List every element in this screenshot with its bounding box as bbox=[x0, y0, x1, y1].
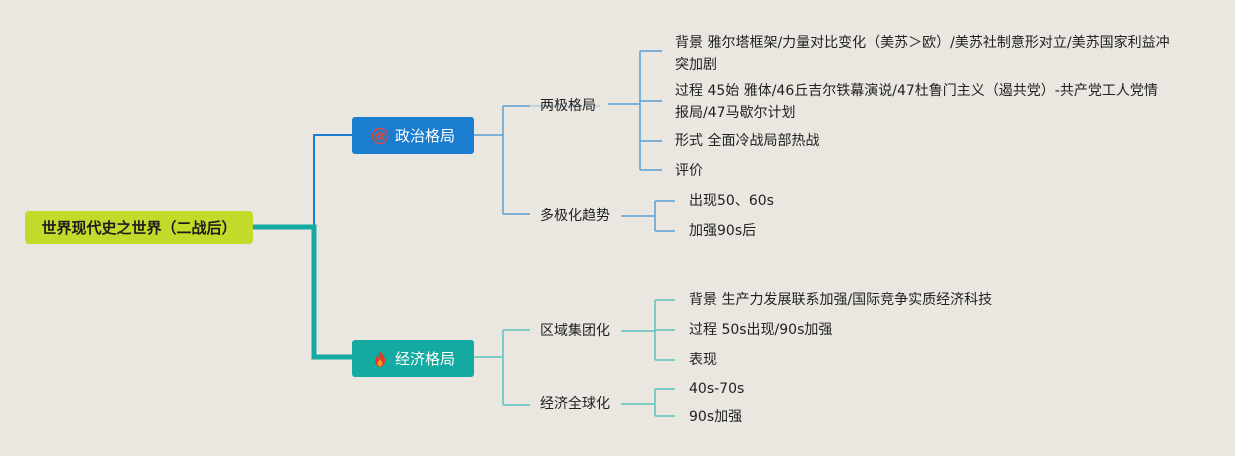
flame-icon bbox=[371, 350, 389, 368]
connector-root-political bbox=[253, 134, 352, 228]
leaf-text: 形式 全面冷战局部热战 bbox=[675, 133, 820, 149]
subtopic-multipolar-label: 多极化趋势 bbox=[540, 208, 610, 224]
leaf-text: 40s-70s bbox=[689, 381, 745, 397]
leaf-text: 评价 bbox=[675, 163, 703, 179]
connector-root-economic bbox=[253, 224, 352, 360]
leaf-text: 出现50、60s bbox=[689, 193, 774, 209]
leaf-bipolar-background[interactable]: 背景 雅尔塔框架/力量对比变化（美苏＞欧）/美苏社制意形对立/美苏国家利益冲突加… bbox=[675, 32, 1170, 76]
root-topic-label: 世界现代史之世界（二战后） bbox=[41, 219, 237, 237]
topic-political-pattern[interactable]: 政治格局 bbox=[352, 117, 474, 154]
connector-bipolar-leaves bbox=[608, 50, 662, 171]
subtopic-bipolar-label: 两极格局 bbox=[540, 98, 596, 114]
leaf-multipolar-strengthen[interactable]: 加强90s后 bbox=[689, 220, 756, 242]
leaf-text: 背景 生产力发展联系加强/国际竞争实质经济科技 bbox=[689, 292, 993, 308]
connector-globalization-leaves bbox=[621, 388, 675, 417]
connector-regional-leaves bbox=[621, 299, 675, 361]
leaf-text: 90s加强 bbox=[689, 409, 743, 425]
leaf-text: 表现 bbox=[689, 352, 717, 368]
subtopic-globalization[interactable]: 经济全球化 bbox=[540, 394, 610, 414]
connector-economic-subs bbox=[474, 329, 530, 406]
leaf-text: 加强90s后 bbox=[689, 223, 757, 239]
leaf-text: 过程 50s出现/90s加强 bbox=[689, 322, 833, 338]
subtopic-regionalization[interactable]: 区域集团化 bbox=[540, 321, 610, 341]
leaf-bipolar-form[interactable]: 形式 全面冷战局部热战 bbox=[675, 130, 819, 152]
leaf-globalization-strengthen[interactable]: 90s加强 bbox=[689, 406, 742, 428]
landmark-icon bbox=[371, 127, 389, 145]
topic-economic-label: 经济格局 bbox=[394, 350, 455, 368]
leaf-text: 过程 45始 雅体/46丘吉尔铁幕演说/47杜鲁门主义（遏共党）-共产党工人党情… bbox=[675, 83, 1158, 121]
leaf-regional-manifestation[interactable]: 表现 bbox=[689, 349, 717, 371]
subtopic-multipolar[interactable]: 多极化趋势 bbox=[540, 206, 610, 226]
connector-multipolar-leaves bbox=[621, 200, 675, 232]
subtopic-globalization-label: 经济全球化 bbox=[540, 396, 610, 412]
topic-political-label: 政治格局 bbox=[394, 127, 455, 145]
subtopic-bipolar[interactable]: 两极格局 bbox=[540, 96, 596, 116]
leaf-regional-background[interactable]: 背景 生产力发展联系加强/国际竞争实质经济科技 bbox=[689, 289, 992, 311]
leaf-globalization-period[interactable]: 40s-70s bbox=[689, 378, 744, 400]
topic-economic-pattern[interactable]: 经济格局 bbox=[352, 340, 474, 377]
root-topic[interactable]: 世界现代史之世界（二战后） bbox=[25, 211, 253, 244]
leaf-bipolar-process[interactable]: 过程 45始 雅体/46丘吉尔铁幕演说/47杜鲁门主义（遏共党）-共产党工人党情… bbox=[675, 80, 1170, 124]
leaf-text: 背景 雅尔塔框架/力量对比变化（美苏＞欧）/美苏社制意形对立/美苏国家利益冲突加… bbox=[675, 35, 1170, 73]
leaf-regional-process[interactable]: 过程 50s出现/90s加强 bbox=[689, 319, 832, 341]
connector-political-subs bbox=[474, 105, 530, 215]
subtopic-regionalization-label: 区域集团化 bbox=[540, 323, 610, 339]
leaf-multipolar-emergence[interactable]: 出现50、60s bbox=[689, 190, 774, 212]
leaf-bipolar-evaluation[interactable]: 评价 bbox=[675, 160, 703, 182]
